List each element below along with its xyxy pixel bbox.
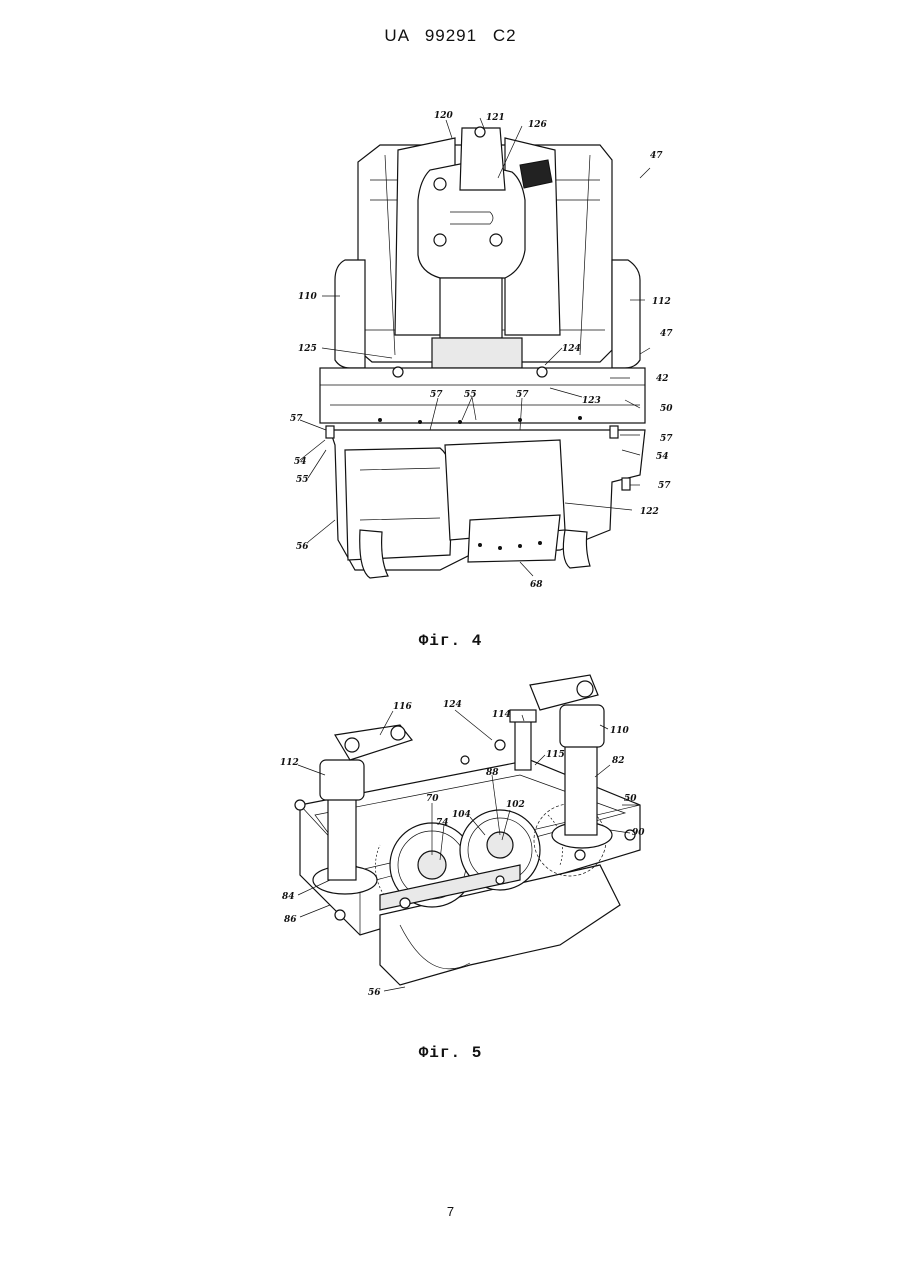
- fig4-label: 123: [582, 396, 601, 406]
- fig5-label: 82: [612, 756, 625, 766]
- fig4-label: 126: [528, 120, 548, 130]
- fig4-label: 55: [296, 475, 309, 485]
- fig5-label: 50: [624, 794, 637, 804]
- fig4-label: 47: [660, 329, 673, 339]
- fig5-label: 114: [492, 710, 511, 720]
- fig5-label: 104: [452, 810, 471, 820]
- fig4-label: 125: [298, 344, 317, 354]
- fig4-label: 68: [530, 580, 543, 590]
- fig4-label: 56: [296, 542, 309, 552]
- fig4-label: 120: [434, 111, 454, 121]
- fig4-label: 57: [430, 390, 443, 400]
- fig4-label: 50: [660, 404, 673, 414]
- page-number: 7: [0, 1204, 901, 1219]
- figure-5-caption: Фіг. 5: [0, 1044, 901, 1062]
- fig5-label: 90: [632, 828, 645, 838]
- fig5-label: 74: [436, 818, 449, 828]
- fig4-label: 121: [486, 113, 505, 123]
- figure-5-drawing: 116 124 114 110 112 115 88 82 70 104 102…: [0, 665, 901, 1015]
- fig4-label: 112: [652, 297, 671, 307]
- fig4-label: 54: [656, 452, 669, 462]
- fig4-label: 47: [650, 151, 663, 161]
- fig5-label: 124: [443, 700, 462, 710]
- fig4-label: 42: [656, 374, 669, 384]
- fig4-label: 54: [294, 457, 307, 467]
- fig4-label: 55: [464, 390, 477, 400]
- fig4-label: 57: [660, 434, 673, 444]
- fig5-label: 102: [506, 800, 525, 810]
- fig4-label: 122: [640, 507, 659, 517]
- fig5-label: 116: [393, 702, 413, 712]
- fig5-label: 88: [486, 768, 499, 778]
- fig5-label: 110: [610, 726, 630, 736]
- figure-4-drawing: 120 121 126 47 110 112 47 125 124 42 123…: [0, 100, 901, 600]
- fig5-label: 86: [284, 915, 297, 925]
- fig4-label: 57: [516, 390, 529, 400]
- fig4-label: 124: [562, 344, 581, 354]
- fig5-label: 56: [368, 988, 381, 998]
- document-header: UA 99291 C2: [0, 26, 901, 46]
- fig5-label: 115: [546, 750, 565, 760]
- figure-4-caption: Фіг. 4: [0, 632, 901, 650]
- fig4-label: 57: [658, 481, 671, 491]
- fig4-label: 110: [298, 292, 318, 302]
- fig5-label: 112: [280, 758, 299, 768]
- fig4-label: 57: [290, 414, 303, 424]
- fig5-label: 70: [426, 794, 439, 804]
- fig5-label: 84: [282, 892, 295, 902]
